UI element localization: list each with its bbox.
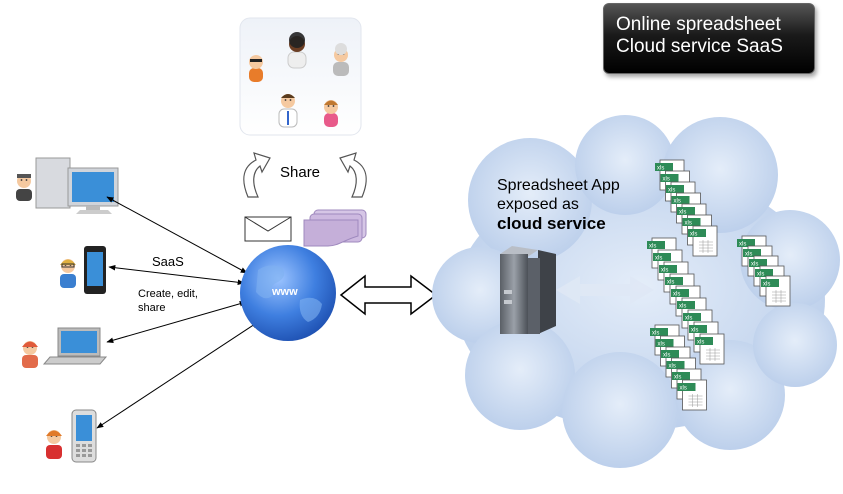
xls-file-label: xls <box>668 188 675 194</box>
xls-file-label: xls <box>757 272 764 278</box>
person-icon <box>249 55 263 82</box>
cloud-line-2: exposed as <box>497 196 579 213</box>
xls-file-label: xls <box>690 232 697 238</box>
xls-file-label: xls <box>691 328 698 334</box>
title-line-2: Cloud service SaaS <box>616 36 783 57</box>
people-panel <box>239 17 362 136</box>
xls-file-label: xls <box>655 256 662 262</box>
xls-file-label: xls <box>657 166 664 172</box>
smartphone-icon <box>46 409 97 463</box>
xls-file-label: xls <box>652 331 659 337</box>
xls-file-group: xls xls xls xls xls xls xls xls xls xls xls xls xls x… <box>647 159 791 411</box>
cloud-double-arrow <box>556 276 654 304</box>
mobile-phone-icon <box>60 246 106 294</box>
server-icon <box>500 246 556 334</box>
document-stack-icon <box>303 209 367 247</box>
cloud-line-1: Spreadsheet App <box>497 177 620 194</box>
share-arrows <box>243 152 367 198</box>
xls-file-label: xls <box>679 210 686 216</box>
xls-file-label: xls <box>673 292 680 298</box>
xls-file-icon: xls <box>695 333 725 365</box>
share-label: Share <box>280 164 321 181</box>
person-icon <box>324 100 338 127</box>
xls-file-label: xls <box>658 342 665 348</box>
create-label-2: share <box>138 302 166 314</box>
xls-file-label: xls <box>680 386 687 392</box>
xls-file-label: xls <box>674 375 681 381</box>
xls-file-label: xls <box>763 282 770 288</box>
laptop-icon <box>22 327 108 368</box>
double-arrow <box>339 274 438 316</box>
person-icon <box>333 43 349 76</box>
xls-file-label: xls <box>685 221 692 227</box>
www-label: www <box>272 286 298 298</box>
xls-file-label: xls <box>745 252 752 258</box>
person-icon <box>287 32 307 69</box>
desktop-computer-icon <box>16 157 119 214</box>
cloud-shape <box>432 115 840 468</box>
cloud-text: Spreadsheet App exposed as cloud service <box>497 176 620 233</box>
title-box: Online spreadsheet Cloud service SaaS <box>603 3 815 74</box>
xls-file-label: xls <box>669 364 676 370</box>
xls-file-icon: xls <box>688 225 718 257</box>
title-line-1: Online spreadsheet <box>616 14 781 35</box>
xls-file-label: xls <box>697 340 704 346</box>
saas-label: SaaS <box>152 254 184 269</box>
globe-icon <box>240 245 336 341</box>
xls-file-label: xls <box>685 316 692 322</box>
xls-file-label: xls <box>739 242 746 248</box>
xls-file-label: xls <box>661 268 668 274</box>
xls-file-label: xls <box>667 280 674 286</box>
xls-file-label: xls <box>663 177 670 183</box>
xls-file-icon: xls <box>761 275 791 307</box>
connection-lines <box>96 196 259 429</box>
person-icon <box>278 94 298 128</box>
cloud-line-3: cloud service <box>497 214 606 233</box>
envelope-icon <box>244 216 292 242</box>
create-label-1: Create, edit, <box>138 288 198 300</box>
xls-file-label: xls <box>751 262 758 268</box>
xls-file-label: xls <box>649 244 656 250</box>
xls-file-label: xls <box>674 199 681 205</box>
xls-file-label: xls <box>679 304 686 310</box>
xls-file-icon: xls <box>677 379 707 411</box>
xls-file-label: xls <box>663 353 670 359</box>
